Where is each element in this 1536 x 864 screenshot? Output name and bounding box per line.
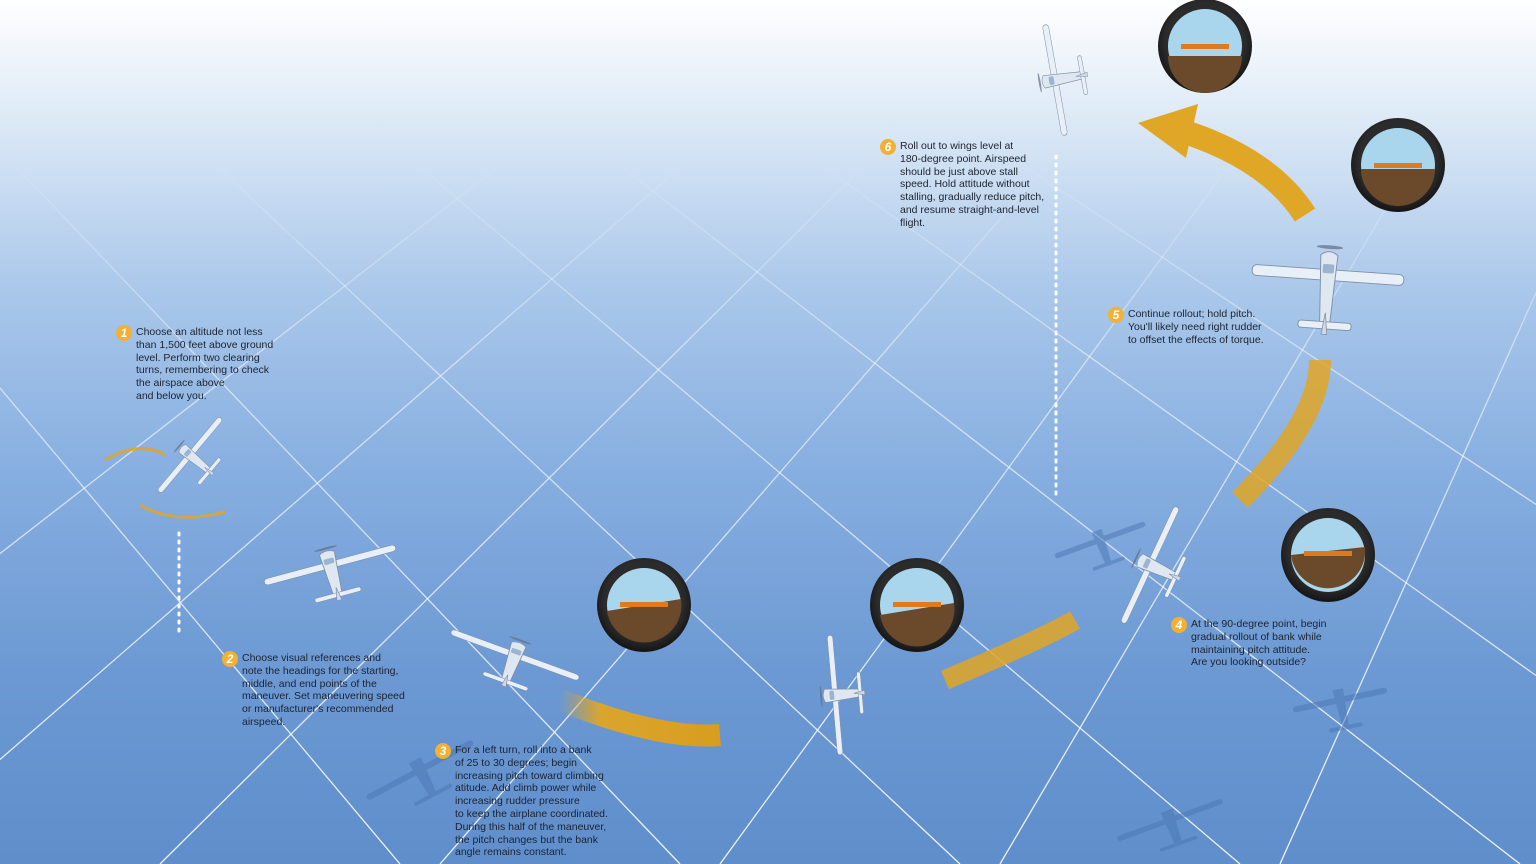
step-6-badge: 6 — [880, 139, 896, 155]
step-3-line: of 25 to 30 degrees; begin — [455, 756, 578, 769]
step-1-line: the airspace above — [136, 377, 225, 390]
step-3-line: increasing pitch toward climbing — [455, 769, 604, 782]
step-6-line: speed. Hold attitude without — [900, 178, 1030, 191]
step-6-line: 180-degree point. Airspeed — [900, 152, 1027, 165]
curved-arrow-icon — [555, 104, 1331, 747]
step-5-badge: 5 — [1108, 307, 1124, 323]
step-6-line: should be just above stall — [900, 165, 1018, 178]
step-5-line: You'll likely need right rudder — [1128, 320, 1262, 333]
step-1-line: and below you. — [136, 389, 207, 402]
step-6-line: and resume straight-and-level — [900, 203, 1039, 216]
step-2-line: note the headings for the starting, — [242, 664, 399, 677]
step-3-line: For a left turn, roll into a bank — [455, 744, 592, 756]
step-4-line: gradual rollout of bank while — [1191, 630, 1322, 643]
step-1-line: turns, remembering to check — [136, 364, 270, 377]
step-5-line: Continue rollout; hold pitch. — [1128, 308, 1256, 320]
step-3-badge: 3 — [435, 743, 451, 759]
step-1-badge: 1 — [116, 325, 132, 341]
step-4-caption: 4 At the 90-degree point, begin gradual … — [1171, 617, 1327, 669]
step-6-line: flight. — [900, 216, 926, 229]
step-4-line: At the 90-degree point, begin — [1191, 618, 1327, 630]
step-1-caption: 1 Choose an altitude not less than 1,500… — [116, 325, 274, 403]
prop-wash — [104, 447, 226, 519]
step-5-line: to offset the effects of torque. — [1128, 333, 1264, 346]
ground-grid — [0, 149, 1536, 864]
step-6-line: Roll out to wings level at — [900, 140, 1014, 152]
step-3-line: atitude. Add climb power while — [455, 782, 597, 795]
step-2-caption: 2 Choose visual references and note the … — [222, 651, 405, 729]
step-2-line: airspeed. — [242, 715, 286, 728]
step-6-caption: 6 Roll out to wings level at 180-degree … — [880, 139, 1045, 230]
step-2-badge: 2 — [222, 651, 238, 667]
step-4-badge: 4 — [1171, 617, 1187, 633]
step-4-line: maintaining pitch attitude. — [1191, 643, 1311, 656]
step-4-line: Are you looking outside? — [1191, 656, 1306, 669]
step-3-caption: 3 For a left turn, roll into a bank of 2… — [435, 743, 608, 859]
step-3-line: increasing rudder pressure — [455, 795, 580, 808]
step-2-line: or manufacturer's recommended — [242, 703, 394, 716]
step-1-line: than 1,500 feet above ground — [136, 338, 274, 351]
attitude-indicator-icon — [597, 0, 1445, 652]
step-1-line: Choose an altitude not less — [136, 326, 263, 338]
step-2-line: middle, and end points of the — [242, 677, 377, 690]
step-1-line: level. Perform two clearing — [136, 351, 260, 364]
step-3-line: the pitch changes but the bank — [455, 833, 599, 846]
step-2-line: Choose visual references and — [242, 652, 381, 664]
step-3-line: During this half of the maneuver, — [455, 820, 607, 833]
step-3-line: angle remains constant. — [455, 846, 567, 859]
step-2-line: maneuver. Set maneuvering speed — [242, 690, 405, 703]
step-6-line: stalling, gradually reduce pitch, — [900, 191, 1045, 204]
reference-lines — [177, 154, 1058, 638]
step-5-caption: 5 Continue rollout; hold pitch. You'll l… — [1108, 307, 1264, 346]
step-3-line: to keep the airplane coordinated. — [455, 807, 608, 820]
